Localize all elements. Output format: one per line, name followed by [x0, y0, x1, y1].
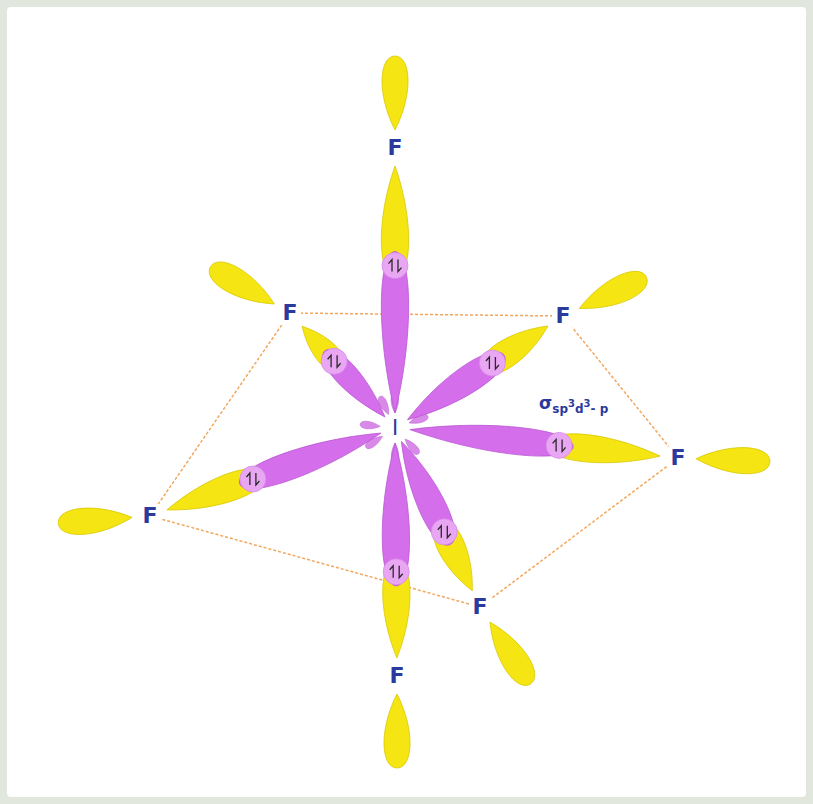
overlap-region — [431, 519, 457, 545]
electron-spin-up — [328, 355, 332, 367]
fluorine-p-lobe — [490, 622, 535, 685]
electron-spin-up — [389, 260, 393, 272]
atom-symbol: F — [667, 446, 688, 470]
electron-spin-down — [495, 357, 499, 369]
atom-symbol: F — [139, 504, 160, 528]
overlap-region — [240, 466, 266, 492]
atom-symbol: F — [552, 304, 573, 328]
electron-spin-down — [447, 526, 451, 538]
overlap-region — [479, 350, 505, 376]
fluorine-p-lobe — [384, 694, 410, 768]
dashed-pentagon — [150, 313, 678, 607]
overlap-region — [321, 348, 347, 374]
overlap-region — [382, 253, 408, 279]
sp3d3-hybrid-lobe — [381, 252, 408, 413]
atom-symbol: F — [384, 136, 405, 160]
fluorine-p-lobe — [383, 560, 410, 658]
electron-spin-up — [486, 357, 490, 369]
overlap-region — [383, 559, 409, 585]
fluorine-p-lobe — [381, 166, 408, 278]
electron-spin-down — [337, 355, 341, 367]
electron-spin-up — [390, 566, 394, 578]
electron-spin-down — [256, 473, 260, 485]
iodine-hybrid-orbitals — [239, 252, 573, 586]
electron-spin-down — [398, 260, 402, 272]
overlap-region — [546, 432, 572, 458]
atom-symbol: I — [390, 417, 400, 440]
electron-spin-up — [246, 473, 250, 485]
atom-symbol: F — [469, 595, 490, 619]
sp3d3-hybrid-lobe — [382, 443, 409, 586]
orbital-lobes — [58, 56, 770, 768]
fluorine-p-lobe — [58, 508, 132, 534]
hybrid-back-lobe — [360, 421, 380, 429]
atom-symbol: F — [386, 664, 407, 688]
fluorine-p-lobe — [209, 262, 274, 304]
electron-spin-up — [553, 439, 557, 451]
fluorine-p-lobe — [696, 448, 770, 474]
electron-spin-up — [438, 526, 442, 538]
fluorine-orbitals — [58, 56, 770, 768]
fluorine-p-lobe — [579, 271, 647, 308]
electron-spin-down — [562, 439, 566, 451]
atom-symbol: F — [279, 301, 300, 325]
electron-spin-down — [399, 566, 403, 578]
bond-type-label: σsp3d3- p — [537, 394, 610, 416]
fluorine-p-lobe — [382, 56, 408, 130]
bonding-pairs — [240, 253, 572, 585]
